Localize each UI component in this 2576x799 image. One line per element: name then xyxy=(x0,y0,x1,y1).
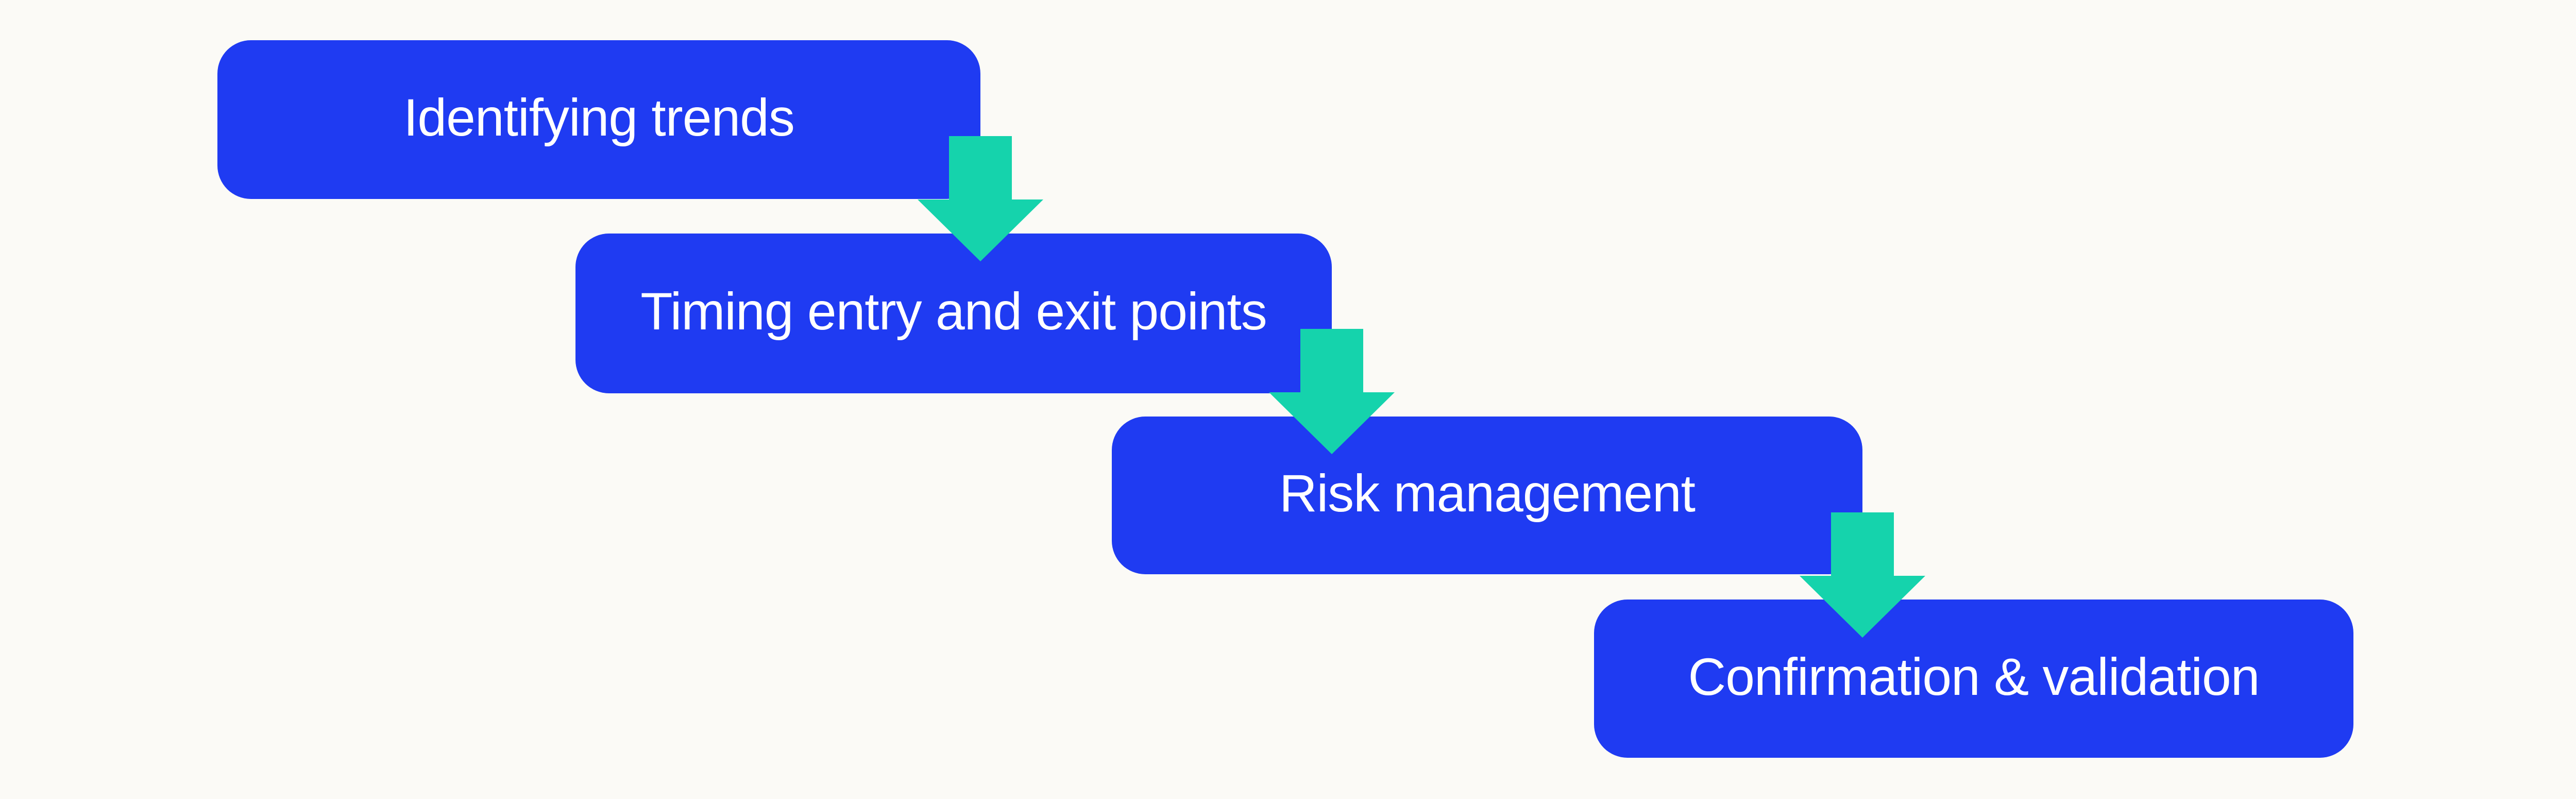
step-box-identifying-trends: Identifying trends xyxy=(217,40,980,199)
step-label: Identifying trends xyxy=(403,88,795,147)
step-box-timing-entry-exit: Timing entry and exit points xyxy=(575,234,1332,393)
step-label: Confirmation & validation xyxy=(1688,647,2260,706)
step-box-risk-management: Risk management xyxy=(1112,417,1862,574)
step-label: Risk management xyxy=(1279,464,1696,523)
step-label: Timing entry and exit points xyxy=(640,282,1267,341)
step-box-confirmation-validation: Confirmation & validation xyxy=(1594,600,2353,758)
